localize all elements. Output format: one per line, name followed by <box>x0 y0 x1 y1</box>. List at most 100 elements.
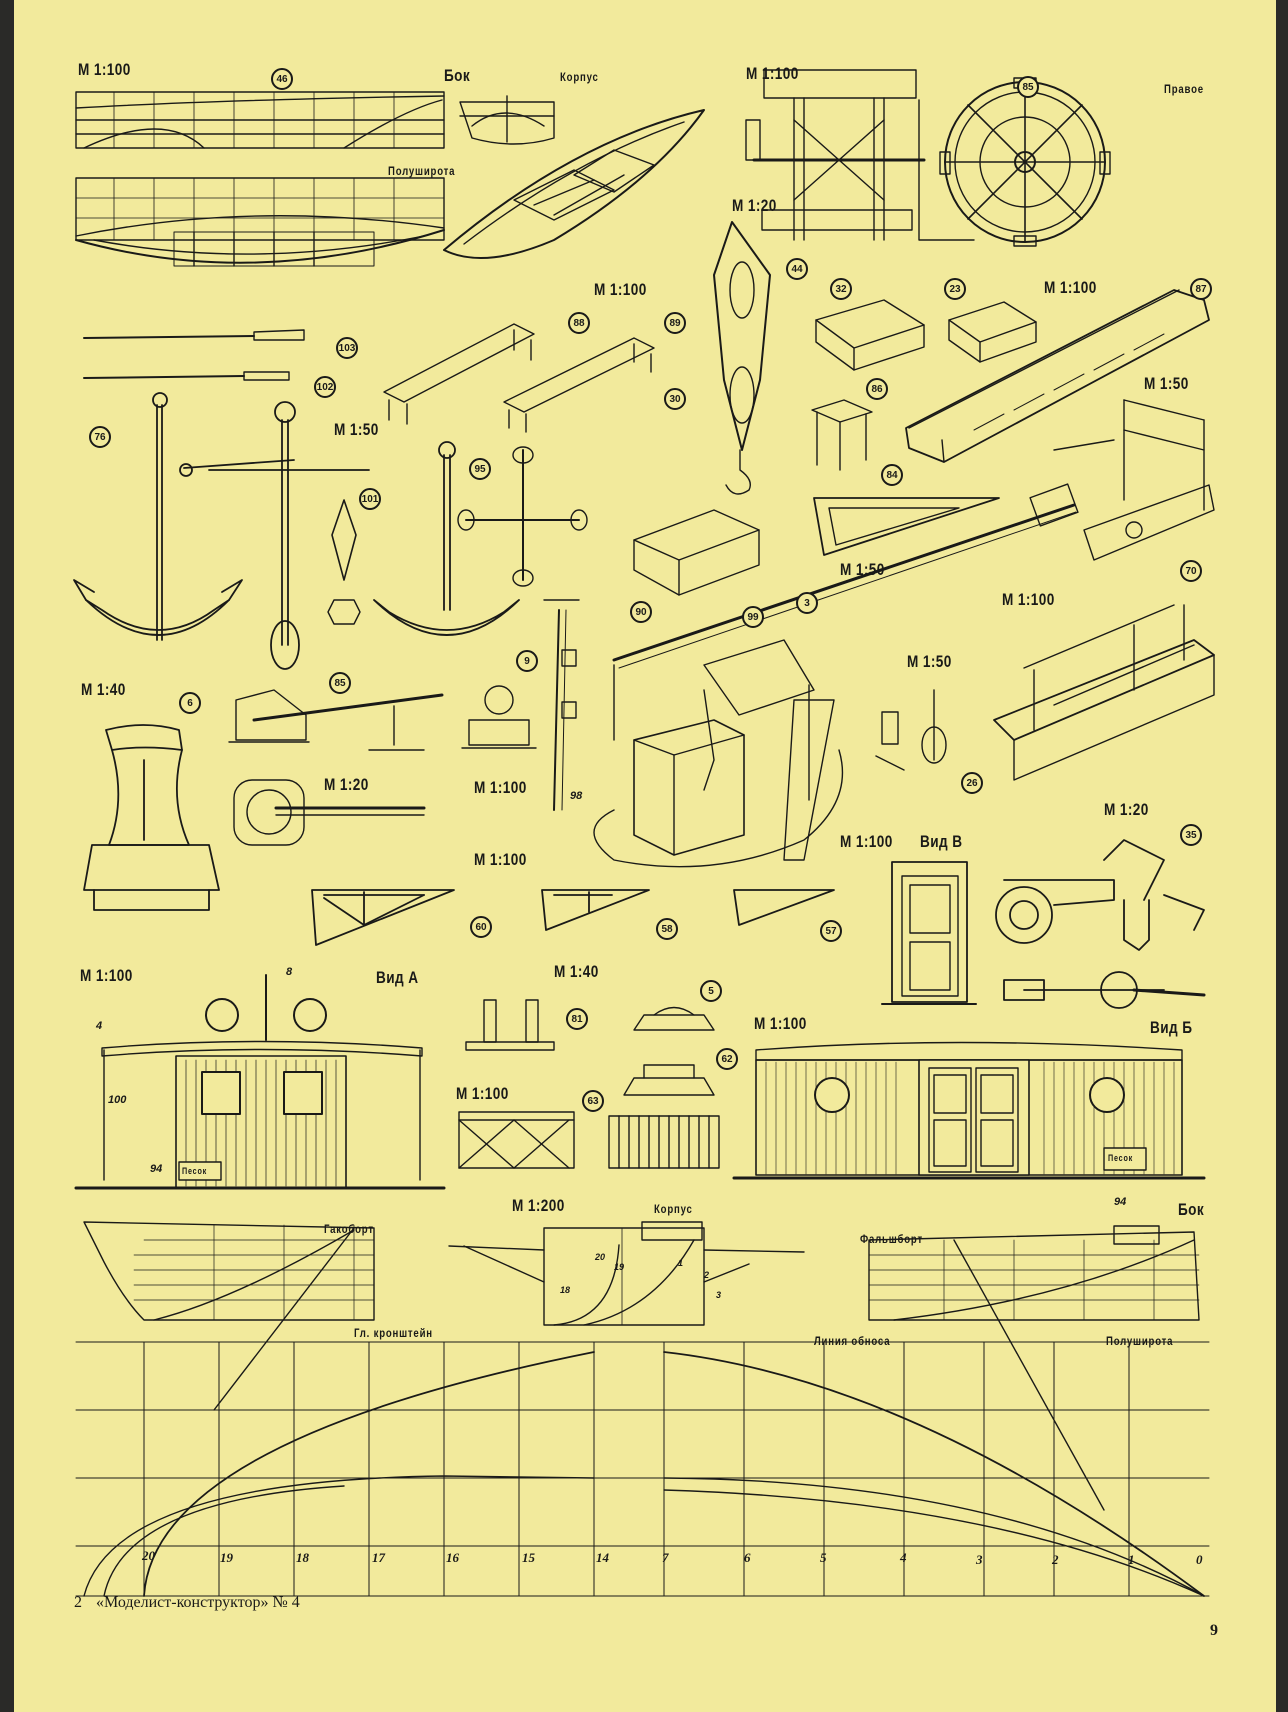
scale-label-gangway: М 1:100 <box>1002 590 1055 609</box>
part-number-58: 58 <box>656 918 678 940</box>
scale-label-capstan: М 1:20 <box>324 775 369 794</box>
view-label-vid-b: Вид Б <box>1150 1018 1193 1037</box>
part-number-81: 81 <box>566 1008 588 1030</box>
part-number-88: 88 <box>568 312 590 334</box>
view-label-bok-top: Бок <box>444 66 471 85</box>
part-number-102: 102 <box>314 376 336 398</box>
station-4: 4 <box>900 1550 907 1565</box>
bitts-drawing <box>466 1000 714 1095</box>
scale-label-vid-v: М 1:100 <box>840 832 893 851</box>
part-number-103: 103 <box>336 337 358 359</box>
part-number-87: 87 <box>1190 278 1212 300</box>
railing-panels-drawing <box>459 1112 719 1168</box>
scale-label-9: М 1:100 <box>474 778 527 797</box>
view-label-korpus-top: Корпус <box>560 70 599 84</box>
part-number-57: 57 <box>820 920 842 942</box>
part-number-90: 90 <box>630 601 652 623</box>
stool-drawing <box>812 400 872 470</box>
page-number-right: 9 <box>1210 1622 1218 1639</box>
mast-light-drawing <box>544 600 579 810</box>
station-1: 1 <box>1128 1552 1135 1567</box>
view-label-polushirota-top: Полуширота <box>388 164 456 178</box>
pulley-block-drawing <box>714 222 770 494</box>
scale-label-35: М 1:20 <box>1104 800 1149 819</box>
part-number-5: 5 <box>700 980 722 1002</box>
part-number-46: 46 <box>271 68 293 90</box>
deck-railing-drawing <box>1054 400 1214 560</box>
sand-box-label-b: Песок <box>1108 1153 1134 1163</box>
body-station-3: 3 <box>716 1290 722 1300</box>
scale-label-46: М 1:100 <box>78 60 131 79</box>
view-label-vid-v: Вид В <box>920 832 963 851</box>
deckhouse-roof-drawing <box>906 290 1209 462</box>
part-number-99: 99 <box>742 606 764 628</box>
scale-label-vid-b: М 1:100 <box>754 1014 807 1033</box>
deckhouse-side-drawing <box>734 1043 1204 1179</box>
view-label-vid-a: Вид А <box>376 968 419 987</box>
body-station-2: 2 <box>704 1270 710 1280</box>
deckhouse-front-drawing <box>76 975 444 1188</box>
station-7: 7 <box>662 1550 669 1565</box>
part-number-9: 9 <box>516 650 538 672</box>
body-station-18: 18 <box>560 1285 571 1295</box>
part-number-85-lever: 85 <box>329 672 351 694</box>
view-label-falshbort: Фальшборт <box>860 1232 923 1246</box>
skylights-drawing <box>816 300 1036 370</box>
gangway-drawing <box>994 605 1214 780</box>
scale-label-44: М 1:20 <box>732 196 777 215</box>
view-label-polushirota-bottom: Полуширота <box>1106 1334 1174 1348</box>
station-14: 14 <box>596 1550 609 1565</box>
body-station-19: 19 <box>614 1262 625 1272</box>
capstan-drawing <box>84 725 219 910</box>
part-number-3: 3 <box>796 592 818 614</box>
oars-drawing <box>84 330 304 380</box>
scale-label-60: М 1:100 <box>474 850 527 869</box>
station-6: 6 <box>744 1550 751 1565</box>
half-breadth-plan <box>76 1342 1209 1596</box>
magazine-page: М 1:100 М 1:100 М 1:20 М 1:100 М 1:100 М… <box>14 0 1276 1712</box>
part-number-89: 89 <box>664 312 686 334</box>
scale-label-101: М 1:50 <box>334 420 379 439</box>
body-station-20: 20 <box>595 1252 606 1262</box>
station-2: 2 <box>1052 1552 1059 1567</box>
part-number-70: 70 <box>1180 560 1202 582</box>
view-label-liniya-obnosa: Линия обноса <box>814 1334 891 1348</box>
technical-drawings <box>14 0 1276 1712</box>
scale-label-26: М 1:50 <box>907 652 952 671</box>
part-number-63: 63 <box>582 1090 604 1112</box>
part-number-26: 26 <box>961 772 983 794</box>
label-8: 8 <box>286 966 293 978</box>
scale-label-87: М 1:100 <box>1044 278 1097 297</box>
part-number-76: 76 <box>89 426 111 448</box>
part-number-101: 101 <box>359 488 381 510</box>
part-number-35: 35 <box>1180 824 1202 846</box>
scale-label-70: М 1:50 <box>1144 374 1189 393</box>
station-20: 20 <box>142 1548 155 1563</box>
station-19: 19 <box>220 1550 233 1565</box>
station-0: 0 <box>1196 1552 1203 1567</box>
part-number-95: 95 <box>469 458 491 480</box>
part-number-86: 86 <box>866 378 888 400</box>
station-17: 17 <box>372 1550 385 1565</box>
view-label-gakobort: Гакоборт <box>324 1222 374 1236</box>
part-number-62: 62 <box>716 1048 738 1070</box>
brackets-drawing <box>312 890 834 945</box>
gusset-plate-drawing <box>814 498 999 555</box>
paddle-frame-drawing <box>746 70 974 240</box>
station-16: 16 <box>446 1550 459 1565</box>
capstan-assembly-drawing <box>594 484 1078 867</box>
view-label-korpus-bottom: Корпус <box>654 1202 693 1216</box>
part-number-85-wheel: 85 <box>1017 76 1039 98</box>
view-label-gl-kronshtein: Гл. кронштейн <box>354 1326 433 1340</box>
part-number-32: 32 <box>830 278 852 300</box>
scale-label-63: М 1:100 <box>456 1084 509 1103</box>
part-number-98: 98 <box>570 790 583 802</box>
hull-lines-profile <box>84 1222 1199 1510</box>
scale-label-81: М 1:40 <box>554 962 599 981</box>
lever-drawing <box>229 686 536 750</box>
part-number-30: 30 <box>664 388 686 410</box>
view-label-pravoe: Правое <box>1164 82 1204 96</box>
door-drawing <box>882 862 976 1004</box>
scale-label-88: М 1:100 <box>594 280 647 299</box>
station-18: 18 <box>296 1550 309 1565</box>
